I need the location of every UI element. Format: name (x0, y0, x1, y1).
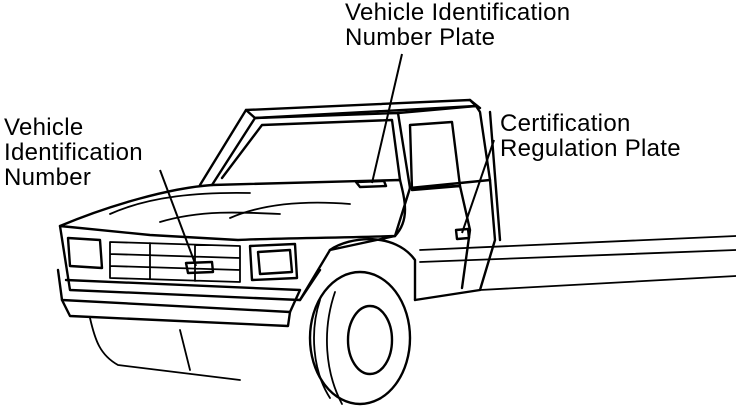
leader-cert (461, 139, 495, 234)
vin-tag (184, 260, 215, 275)
right-headlight (248, 242, 299, 282)
side-trim-1 (419, 235, 736, 251)
side-body (393, 178, 497, 302)
tire-tread (313, 291, 343, 405)
hood-crease-2 (229, 201, 351, 219)
hood-crease-1 (109, 191, 251, 215)
label-certification-line2: Regulation Plate (500, 135, 681, 162)
side-trim-2 (419, 249, 736, 263)
grille (109, 241, 241, 283)
label-vin-line1: Vehicle (4, 114, 84, 141)
hood (58, 178, 407, 242)
hood-crease-3 (159, 211, 281, 223)
label-vin-line2: Identification (4, 139, 143, 166)
windshield-glass (220, 118, 402, 182)
cab-rear (488, 110, 502, 242)
lower-apron (89, 317, 241, 381)
leader-vin-plate (371, 53, 403, 184)
label-certification-line1: Certification (500, 110, 631, 137)
cowl-plate (354, 179, 388, 189)
bumper-lower (60, 298, 292, 328)
label-certification: Certification Regulation Plate (500, 111, 681, 161)
leader-vin (159, 169, 197, 267)
right-headlight-inner (256, 248, 294, 276)
label-vin-plate-line1: Vehicle Identification (345, 0, 571, 26)
windshield-frame (198, 98, 482, 190)
label-vin-line3: Number (4, 164, 92, 191)
door-edge (408, 184, 472, 290)
front-rim (346, 304, 394, 376)
front-tire (308, 270, 412, 406)
side-trim-3 (479, 275, 736, 291)
left-headlight (66, 236, 104, 270)
label-vin-plate: Vehicle Identification Number Plate (345, 0, 570, 50)
label-vin: Vehicle Identification Number (4, 115, 143, 190)
label-vin-plate-line2: Number Plate (345, 24, 496, 51)
front-fender (298, 237, 417, 302)
cab-pillar (396, 104, 492, 182)
